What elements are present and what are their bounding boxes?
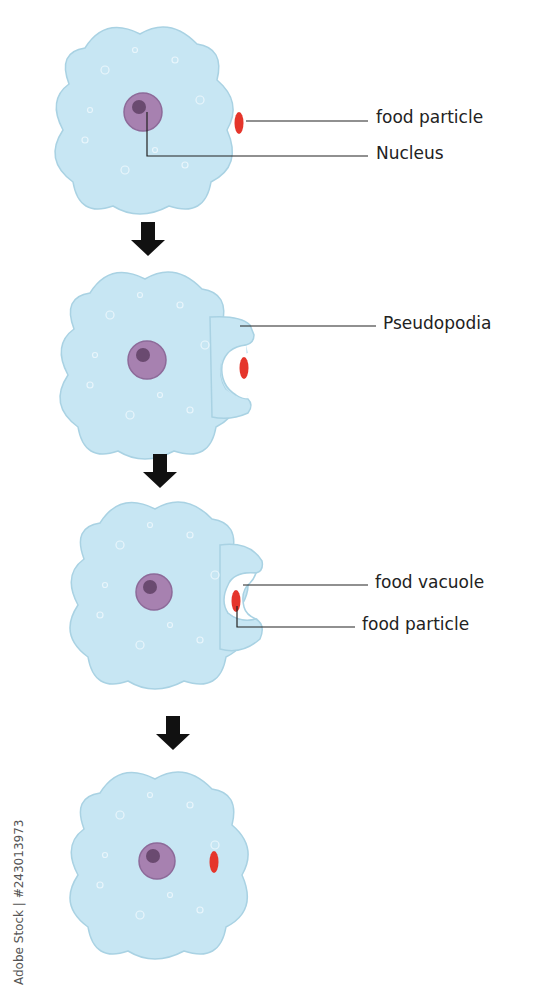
callout-label: Nucleus <box>376 143 444 163</box>
step-arrow <box>143 454 177 488</box>
step-arrow <box>131 222 165 256</box>
food-particle <box>232 590 241 612</box>
leader-lines <box>147 112 376 627</box>
amoeba-stage-4 <box>70 772 248 959</box>
callout-label: food vacuole <box>375 572 484 592</box>
callout-label: Pseudopodia <box>383 313 491 333</box>
amoeba-stage-1 <box>55 27 233 214</box>
food-particle <box>210 851 219 873</box>
callout-label: food particle <box>376 107 483 127</box>
callout-label: food particle <box>362 614 469 634</box>
amoeba-stage-3 <box>70 502 262 689</box>
step-arrow <box>156 716 190 750</box>
amoeba-stage-2 <box>60 272 254 459</box>
food-particle <box>235 112 244 134</box>
watermark: Adobe Stock | #243013973 <box>12 820 26 985</box>
food-particle <box>240 357 249 379</box>
